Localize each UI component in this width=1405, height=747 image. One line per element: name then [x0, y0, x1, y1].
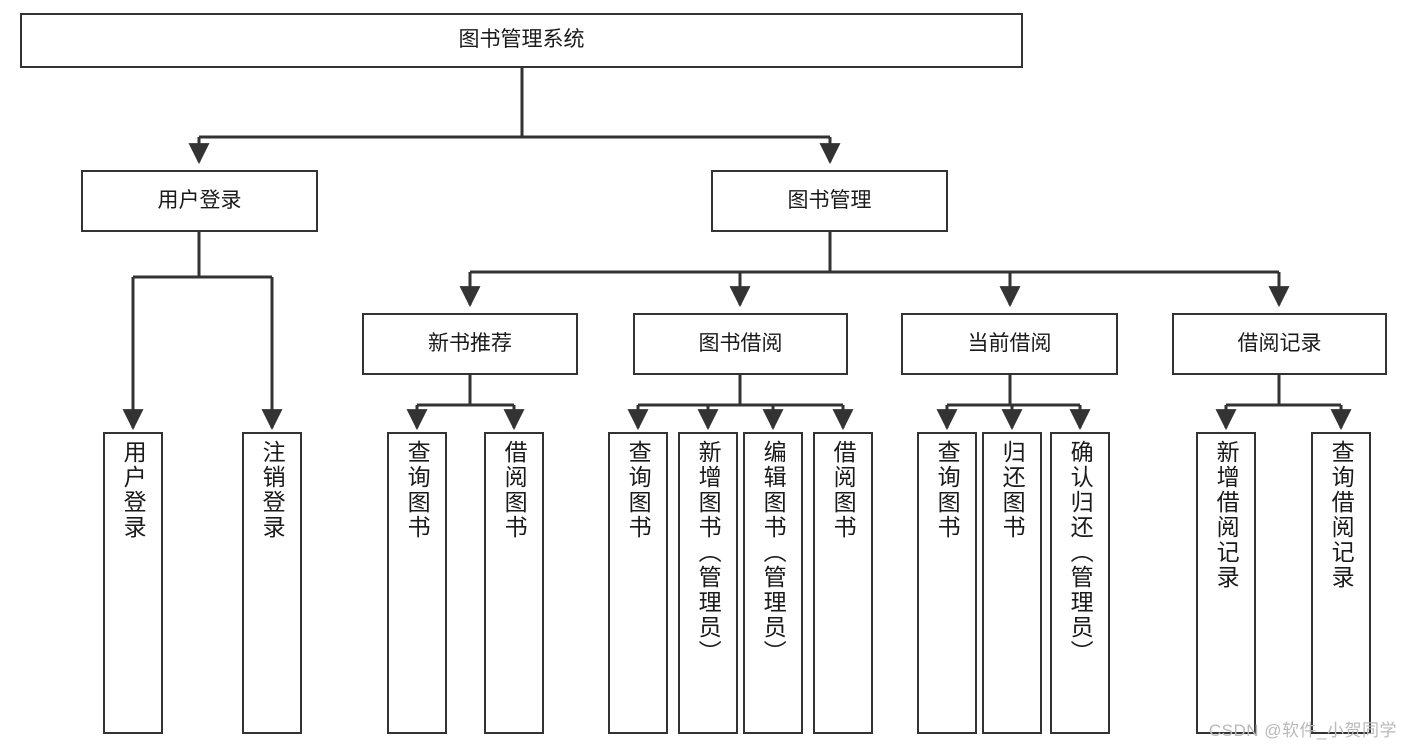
node-book-manage[interactable]: 图书管理	[711, 170, 948, 232]
leaf-add-book-label: 新增图书（管理员）	[695, 440, 722, 665]
leaf-user-login-label: 用户登录	[120, 440, 147, 540]
leaf-user-logout[interactable]: 注销登录	[242, 432, 302, 734]
node-root-label: 图书管理系统	[458, 28, 585, 52]
leaf-borrow-book-2[interactable]: 借阅图书	[813, 432, 873, 734]
node-borrow-record[interactable]: 借阅记录	[1172, 313, 1387, 375]
leaf-return-book-label: 归还图书	[999, 440, 1026, 540]
node-borrow-record-label: 借阅记录	[1237, 331, 1322, 355]
node-current-borrow-label: 当前借阅	[967, 331, 1052, 355]
leaf-user-logout-label: 注销登录	[259, 440, 286, 540]
leaf-user-login[interactable]: 用户登录	[103, 432, 163, 734]
leaf-return-book[interactable]: 归还图书	[982, 432, 1042, 734]
node-root[interactable]: 图书管理系统	[20, 13, 1023, 68]
leaf-edit-book[interactable]: 编辑图书（管理员）	[743, 432, 803, 734]
leaf-borrow-book-2-label: 借阅图书	[830, 440, 857, 540]
watermark: CSDN @软件_小贺同学	[1208, 721, 1397, 740]
node-book-borrow[interactable]: 图书借阅	[633, 313, 848, 375]
leaf-borrow-book-1-label: 借阅图书	[501, 440, 528, 540]
leaf-edit-book-label: 编辑图书（管理员）	[760, 440, 787, 665]
leaf-add-record-label: 新增借阅记录	[1213, 440, 1240, 590]
leaf-borrow-book-1[interactable]: 借阅图书	[484, 432, 544, 734]
node-new-book-rec-label: 新书推荐	[428, 331, 512, 355]
leaf-query-record[interactable]: 查询借阅记录	[1311, 432, 1371, 734]
leaf-query-book-2-label: 查询图书	[625, 440, 652, 540]
leaf-query-book-3-label: 查询图书	[934, 440, 961, 540]
node-user-login-label: 用户登录	[157, 188, 242, 212]
node-new-book-rec[interactable]: 新书推荐	[362, 313, 578, 375]
leaf-add-record[interactable]: 新增借阅记录	[1196, 432, 1256, 734]
leaf-confirm-return-label: 确认归还（管理员）	[1067, 440, 1094, 665]
node-book-borrow-label: 图书借阅	[698, 331, 783, 355]
leaf-query-book-1[interactable]: 查询图书	[387, 432, 447, 734]
leaf-query-book-1-label: 查询图书	[404, 440, 431, 540]
leaf-confirm-return[interactable]: 确认归还（管理员）	[1050, 432, 1110, 734]
node-current-borrow[interactable]: 当前借阅	[901, 313, 1118, 375]
leaf-query-record-label: 查询借阅记录	[1328, 440, 1355, 590]
leaf-query-book-2[interactable]: 查询图书	[608, 432, 668, 734]
leaf-query-book-3[interactable]: 查询图书	[917, 432, 977, 734]
node-book-manage-label: 图书管理	[787, 188, 872, 212]
leaf-add-book[interactable]: 新增图书（管理员）	[678, 432, 738, 734]
node-user-login[interactable]: 用户登录	[81, 170, 318, 232]
